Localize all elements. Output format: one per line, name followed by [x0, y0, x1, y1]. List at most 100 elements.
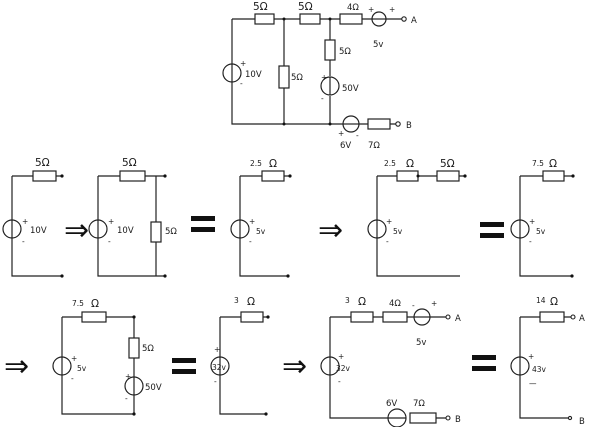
svg-text:-: - [214, 377, 217, 386]
label-src4: 6V [340, 141, 351, 151]
svg-text:5v: 5v [256, 227, 266, 236]
svg-text:-: - [249, 237, 252, 246]
svg-text:6V: 6V [386, 399, 397, 409]
svg-text:+: + [125, 372, 131, 381]
svg-text:+: + [386, 217, 392, 226]
label-src2: 50V [342, 84, 359, 94]
svg-text:A: A [579, 314, 585, 324]
svg-text:Ω: Ω [406, 158, 414, 170]
resistor-5-ohm [119, 170, 146, 182]
top-wire-left [231, 19, 396, 125]
row2-circuit-3: 3 Ω 4Ω 32v 5v 6V 7Ω A B +- -+ [320, 296, 461, 428]
resistor-5-ohm-b [299, 13, 321, 25]
svg-text:10V: 10V [117, 226, 134, 236]
svg-text:3: 3 [234, 296, 239, 305]
svg-text:Ω: Ω [550, 296, 558, 308]
svg-text:+: + [321, 73, 327, 82]
resistor-7-5-ohm [542, 170, 565, 182]
svg-text:+: + [338, 129, 344, 138]
row2-circuit-2: 3 Ω 32v + - [210, 296, 270, 416]
svg-text:-: - [338, 377, 341, 386]
terminal-a [401, 16, 407, 22]
svg-text:+: + [71, 354, 77, 363]
resistor-2-5-ohm [261, 170, 285, 182]
row1-circuit-2: 5Ω 10V 5Ω +- [88, 157, 177, 278]
svg-text:Ω: Ω [358, 296, 366, 308]
svg-text:5v: 5v [77, 364, 87, 373]
resistor-5-ohm-a [254, 13, 275, 25]
svg-text:A: A [455, 314, 461, 324]
equals-4 [472, 355, 496, 371]
svg-text:-: - [412, 301, 415, 310]
svg-text:5v: 5v [536, 227, 546, 236]
resistor-5-ohm [128, 337, 140, 359]
svg-text:Ω: Ω [247, 296, 255, 308]
svg-text:-: - [125, 394, 128, 403]
label-r-right: 5Ω [339, 47, 351, 57]
resistor-7-ohm [409, 412, 437, 424]
resistor-5-ohm [32, 170, 57, 182]
svg-text:5Ω: 5Ω [122, 157, 137, 169]
top-circuit: 5Ω 5Ω 4Ω 5Ω 5Ω 10V 50V 5v 6V 7Ω A B + - … [222, 1, 417, 151]
svg-text:+: + [214, 345, 220, 354]
terminal-a [445, 314, 451, 320]
svg-text:5Ω: 5Ω [440, 158, 455, 170]
svg-text:7.5: 7.5 [532, 159, 544, 168]
label-src1: 10V [245, 70, 262, 80]
svg-text:+: + [389, 5, 395, 14]
row2-circuit-4: 14 Ω 43v A B +— [510, 296, 585, 427]
svg-text:B: B [579, 417, 585, 427]
svg-text:2.5: 2.5 [250, 159, 262, 168]
label-node-a: A [411, 16, 417, 26]
terminal-b [567, 415, 573, 421]
label-node-b: B [406, 121, 412, 131]
equals-1 [191, 216, 215, 232]
resistor-3-ohm [350, 311, 374, 323]
resistor-5-ohm-mid [278, 65, 290, 89]
resistor-4-ohm [339, 13, 363, 25]
svg-text:7Ω: 7Ω [413, 399, 425, 409]
svg-text:+: + [240, 59, 246, 68]
row1-circuit-3: 2.5 Ω 5v +- [230, 158, 292, 278]
svg-text:32v: 32v [212, 363, 227, 372]
arrow-4: ⇒ [282, 349, 307, 384]
svg-text:50V: 50V [145, 383, 162, 393]
row1-circuit-1: 5Ω 10V + - [2, 157, 64, 278]
svg-text:Ω: Ω [91, 298, 99, 310]
equals-3 [172, 358, 196, 374]
svg-text:-: - [71, 374, 74, 383]
row2-circuit-1: 7.5 Ω 5v 5Ω 50V +- +- [52, 298, 162, 416]
row1-circuit-4: 2.5 Ω 5Ω 5v +- [367, 158, 467, 277]
svg-text:14: 14 [536, 296, 546, 305]
resistor-5-ohm [436, 170, 460, 182]
label-r3: 4Ω [347, 3, 359, 13]
svg-text:32v: 32v [336, 364, 351, 373]
svg-text:Ω: Ω [269, 158, 277, 170]
svg-text:+: + [22, 217, 28, 226]
label-src: 10V [30, 226, 47, 236]
svg-text:-: - [22, 237, 25, 246]
svg-text:+: + [108, 217, 114, 226]
label-res: 5Ω [35, 157, 50, 169]
label-src3: 5v [373, 40, 383, 50]
svg-text:3: 3 [345, 296, 350, 305]
resistor-2-5-ohm [396, 170, 419, 182]
svg-text:5v: 5v [393, 227, 403, 236]
resistor-14-ohm [539, 311, 565, 323]
arrow-2: ⇒ [318, 213, 343, 248]
svg-text:B: B [455, 415, 461, 425]
resistor-7-ohm [367, 118, 391, 130]
svg-text:+: + [529, 217, 535, 226]
svg-text:4Ω: 4Ω [389, 299, 401, 309]
svg-text:5Ω: 5Ω [142, 344, 154, 354]
svg-text:+: + [368, 5, 374, 14]
equals-2 [480, 222, 504, 238]
svg-text:+: + [431, 299, 437, 308]
resistor-5-ohm-right [324, 39, 336, 61]
terminal-b [395, 121, 401, 127]
terminal-b [445, 415, 451, 421]
svg-text:-: - [240, 79, 243, 88]
svg-text:-: - [386, 237, 389, 246]
